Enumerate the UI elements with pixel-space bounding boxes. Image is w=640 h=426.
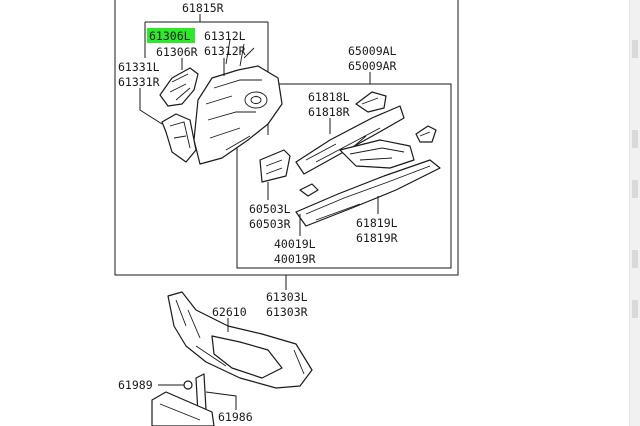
label-40019r[interactable]: 40019R	[274, 252, 316, 266]
leader-61331	[139, 88, 163, 125]
label-61303r[interactable]: 61303R	[266, 305, 308, 319]
label-61312r[interactable]: 61312R	[204, 44, 246, 58]
label-61986[interactable]: 61986	[218, 410, 253, 424]
label-61818l[interactable]: 61818L	[308, 90, 350, 104]
label-61331r[interactable]: 61331R	[118, 75, 160, 89]
label-61306l[interactable]: 61306L	[149, 29, 191, 43]
label-61312l[interactable]: 61312L	[204, 29, 246, 43]
label-61306r[interactable]: 61306R	[156, 45, 198, 59]
scrollbar-mark	[632, 180, 638, 198]
part-lower-corner	[151, 391, 215, 426]
highlight-61306l	[147, 28, 195, 43]
part-61306-bracket	[159, 67, 199, 107]
inner-frame-65009a	[236, 83, 452, 269]
label-61989[interactable]: 61989	[118, 378, 153, 392]
part-61331-bracket	[161, 113, 197, 163]
label-65009ar[interactable]: 65009AR	[348, 59, 397, 73]
scrollbar-mark	[632, 130, 638, 148]
label-62610[interactable]: 62610	[212, 305, 247, 319]
label-61819r[interactable]: 61819R	[356, 231, 398, 245]
scrollbar-mark	[632, 250, 638, 268]
part-60503-plate	[259, 149, 291, 183]
vertical-scrollbar[interactable]	[629, 0, 640, 426]
part-61818-lower	[339, 139, 415, 169]
scrollbar-mark	[632, 40, 638, 58]
label-61818r[interactable]: 61818R	[308, 105, 350, 119]
label-65009al[interactable]: 65009AL	[348, 44, 397, 58]
leader-61986	[205, 391, 237, 410]
scrollbar-mark	[632, 300, 638, 318]
label-60503r[interactable]: 60503R	[249, 217, 291, 231]
label-60503l[interactable]: 60503L	[249, 202, 291, 216]
part-62610-radiator-support	[167, 291, 313, 389]
label-40019l[interactable]: 40019L	[274, 237, 316, 251]
part-61818-member	[295, 105, 405, 175]
group-bracket-61815r	[144, 14, 269, 135]
part-61312-wheelhouse	[193, 39, 283, 165]
label-61819l[interactable]: 61819L	[356, 216, 398, 230]
part-65009a-brackets	[355, 91, 437, 143]
label-61331l[interactable]: 61331L	[118, 60, 160, 74]
label-61815r[interactable]: 61815R	[182, 1, 224, 15]
part-61989-clip	[183, 380, 193, 390]
part-61819-rail	[295, 159, 441, 227]
label-61303l[interactable]: 61303L	[266, 290, 308, 304]
